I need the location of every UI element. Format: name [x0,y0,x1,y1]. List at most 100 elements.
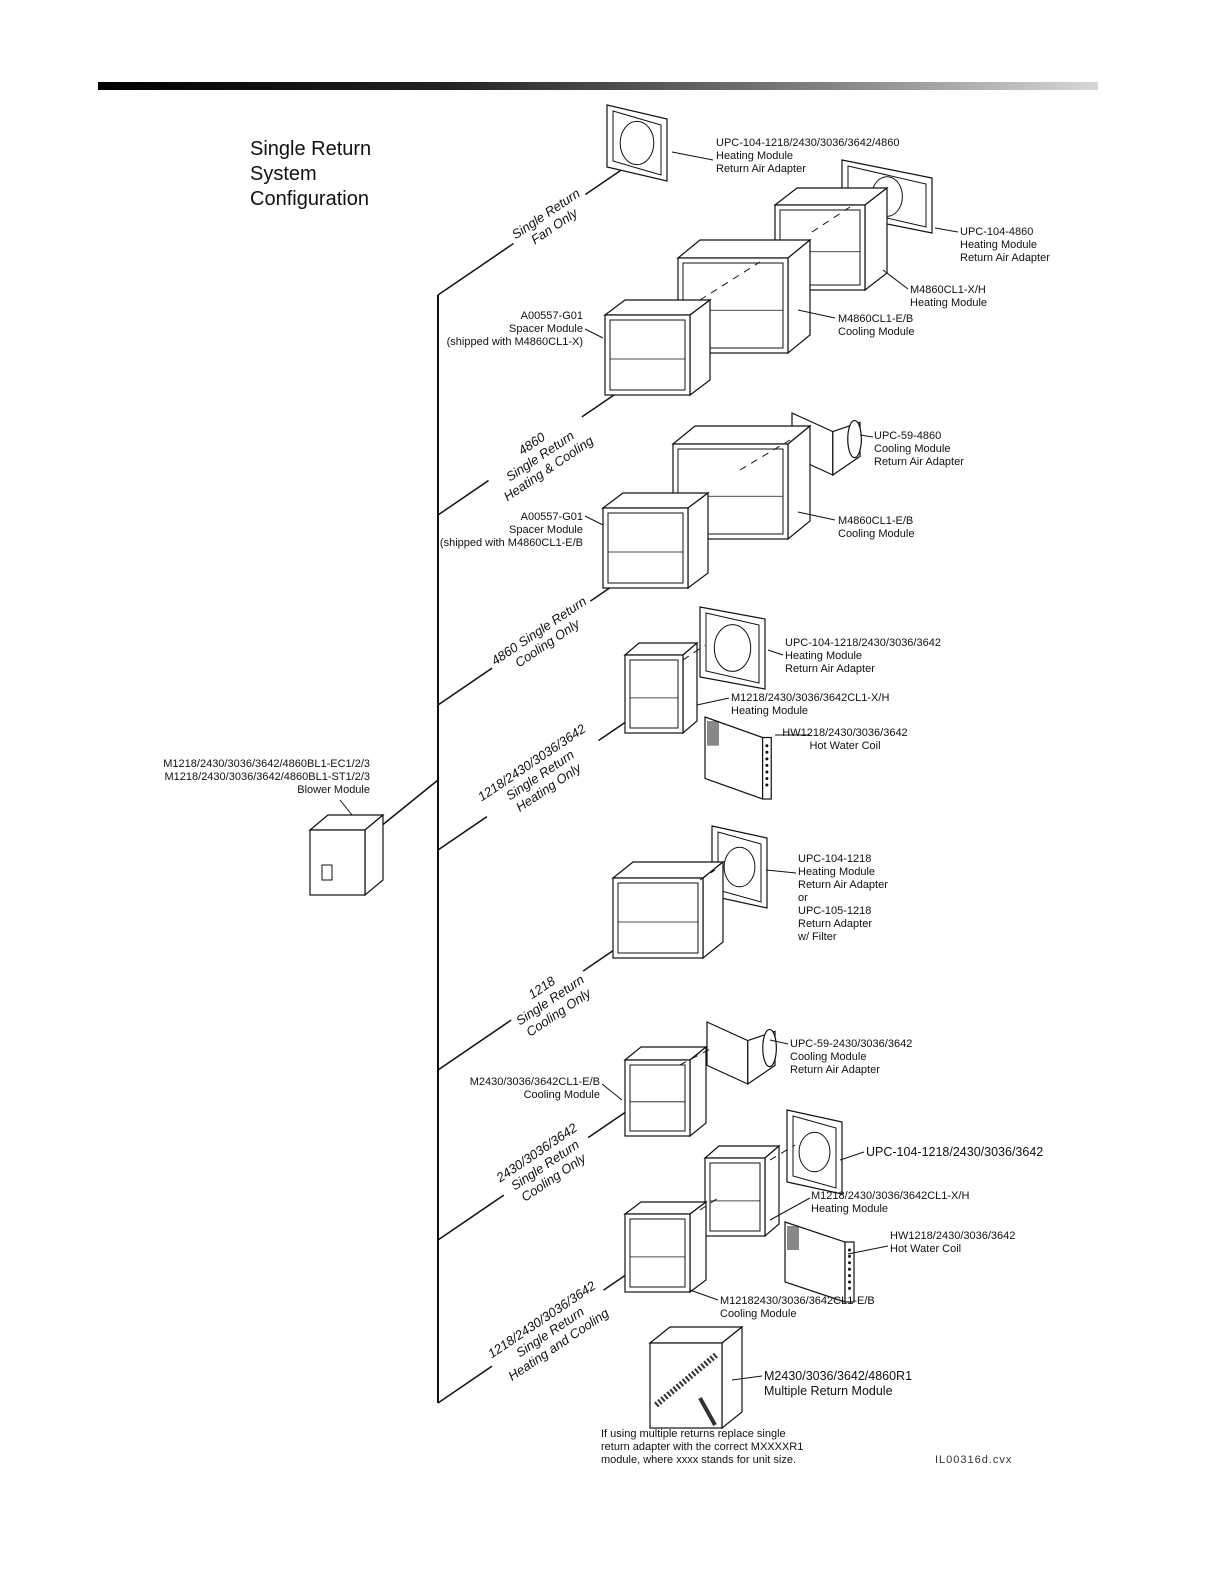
dashed-assembly-line [769,1144,796,1161]
heating-module-heat-cool-front [704,1157,766,1237]
blower-module-side [364,813,384,897]
dashed-assembly-line [679,1047,713,1066]
title-line: Configuration [250,188,369,210]
return-air-adapter-heating-only-inner [705,612,760,684]
blower-module-front [309,829,366,896]
header-rule [98,82,1098,90]
hot-water-coil-heating-only-tube [765,770,769,774]
heating-module-heating-only-side [682,641,698,735]
leader-line [934,227,959,233]
cooling-module-2430-opening [629,1064,686,1132]
return-air-adapter-heat-cool-frame [786,1109,843,1195]
multiple-return-grille [654,1352,718,1408]
leader-line [584,515,604,526]
cooling-module-heat-cool-front [624,1213,691,1293]
hot-water-coil-heat-cool-tube [848,1248,851,1252]
heating-module-heating-only-front [624,654,684,734]
return-air-adapter-heat-cool-inner [792,1115,837,1189]
hot-water-coil-heat-cool-tube [848,1274,851,1278]
title-line: System [250,163,317,185]
leader-line [767,649,784,656]
return-air-adapter-fan-only-inner [612,110,662,176]
cooling-module-4860-b-top [671,425,812,445]
leader-line [769,1197,811,1221]
return-air-adapter-heating-only-frame [699,606,766,690]
spacer-module-4860-b-front [602,507,689,589]
dashed-assembly-line [699,1197,719,1211]
spacer-module-4860-b-side [687,491,709,590]
leader-line [689,1289,719,1301]
leader-line [765,869,797,874]
cooling-module-4860-b-side [787,424,811,541]
spacer-module-4860-side [689,298,711,397]
cooling-module-2430-front [624,1059,691,1137]
leader-line [731,1375,763,1381]
return-air-adapter-heat-cool-circle-icon [798,1131,831,1173]
cooling-module-2430-side [689,1045,707,1138]
cooling-module-4860-side [787,238,811,355]
cooling-module-4860-b-opening [677,448,784,535]
multiple-return-baffle [698,1397,717,1426]
leader-line [696,697,730,706]
hot-water-coil-heat-cool-tube [848,1280,851,1284]
cooling-module-heat-cool-opening [629,1218,686,1288]
leader-line [671,151,714,161]
spacer-module-4860-front [604,314,691,396]
cooling-return-adapter-2430-mouth [706,1021,749,1085]
heating-module-heat-cool-side [764,1144,780,1238]
multiple-return-note: If using multiple returns replace single… [601,1428,804,1466]
hot-water-coil-heating-only-tube [765,744,769,748]
spacer-module-4860-opening [609,319,686,391]
dashed-assembly-line [682,644,706,661]
leader-line [584,328,604,339]
cooling-return-adapter-2430-collar [762,1028,777,1068]
leader-line [839,1151,865,1161]
return-air-adapter-fan-only-frame [606,104,668,182]
blower-access-panel [321,864,333,881]
hot-water-coil-heating-only-tube [765,757,769,761]
hot-water-coil-heat-cool-header [844,1241,855,1303]
dashed-assembly-line [739,439,791,471]
hot-water-coil-heating-only-header [761,736,772,800]
cooling-return-adapter-4860-collar [847,419,862,459]
leader-line [797,511,836,521]
hot-water-coil-heating-only-tube [765,777,769,780]
leader-line [769,1039,789,1045]
cooling-module-1218-opening [617,882,699,954]
leader-line [797,309,836,319]
leader-line [859,434,874,438]
part-label: UPC-104-1218/2430/3036/3642 [866,1145,1044,1159]
heating-module-4860-side [864,186,888,292]
return-air-adapter-1218-circle-icon [723,846,756,888]
return-air-adapter-fan-only-circle-icon [619,120,655,166]
leader-line [601,1083,623,1101]
leader-line [882,269,909,290]
dashed-assembly-line [699,869,716,881]
hot-water-coil-heat-cool-tube [848,1261,851,1265]
page-title: Single Return System Configuration [250,137,371,212]
leader-line [339,799,353,816]
hot-water-coil-heat-cool-tube [848,1267,851,1271]
hot-water-coil-heating-only-tube [765,783,769,787]
cooling-module-1218-front [612,877,704,959]
title-line: Single Return [250,138,372,160]
leader-line [847,1245,889,1255]
hot-water-coil-heat-cool-tube [848,1286,851,1290]
